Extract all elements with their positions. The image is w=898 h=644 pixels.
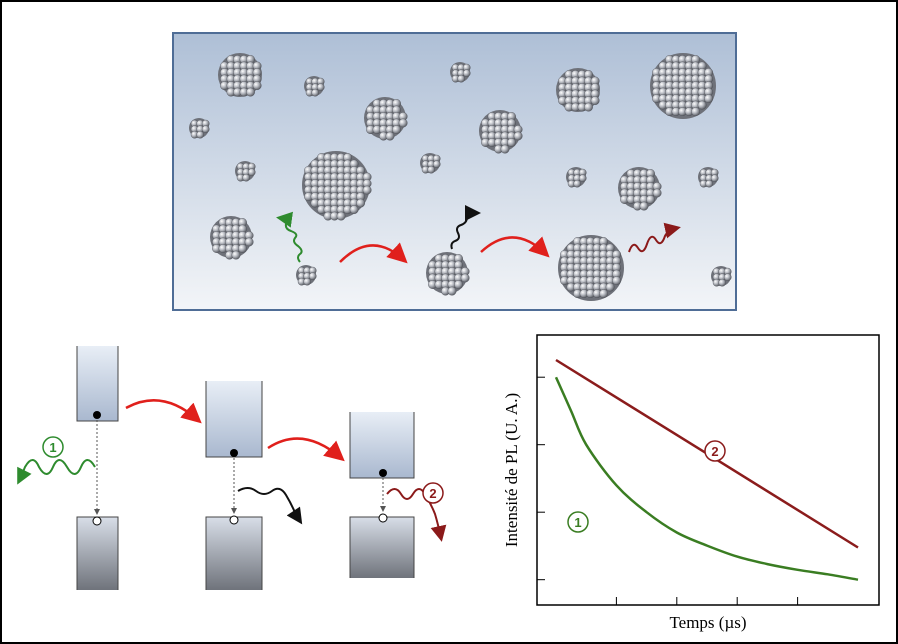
nanocrystal-cluster-icon [364, 97, 408, 141]
curve-label-2: 2 [711, 444, 718, 459]
energy-transfer-arrow-icon [480, 236, 550, 258]
band-diagram-2 [205, 381, 303, 590]
photon-wave-icon [276, 211, 303, 263]
nanocrystal-cluster-icon [479, 110, 523, 154]
x-axis-label: Temps (µs) [669, 613, 746, 632]
curve-label-circle-2 [704, 440, 726, 462]
panel-photon-waves [276, 205, 681, 263]
electron-dot-icon [230, 449, 238, 457]
marker-label-1: 1 [49, 440, 56, 455]
panel-transfer-arrows [339, 236, 550, 264]
nanocrystal-cluster-icon [304, 76, 325, 97]
nanocrystal-cluster-icon [420, 153, 441, 174]
nanocrystal-cluster-icon [218, 53, 262, 97]
nanocrystal-cluster-icon [296, 265, 317, 286]
nanocrystal-cluster-icon [426, 252, 470, 296]
curve-label-1: 1 [574, 515, 581, 530]
nanocrystal-clusters [189, 53, 732, 301]
marker-circle [42, 436, 64, 458]
nanocrystal-cluster-icon [210, 216, 254, 260]
nanocrystal-cluster-icon [235, 161, 256, 182]
photon-wave-icon [628, 222, 681, 253]
nanocrystal-cluster-icon [189, 118, 210, 139]
nanocrystal-cluster-icon [698, 167, 719, 188]
hole-circle-icon [378, 513, 388, 523]
nanocrystal-cluster-icon [618, 167, 662, 211]
series-1-line [554, 376, 859, 581]
nanocrystal-cluster-icon [566, 167, 587, 188]
photon-wave-icon [237, 487, 303, 525]
pl-decay-chart: 1 2 Temps (µs) Intensité de PL (U. A.) [502, 334, 880, 632]
valence-band [76, 516, 119, 590]
hole-circle-icon [92, 516, 102, 526]
conduction-band [205, 381, 263, 458]
energy-transfer-arrow-icon [125, 399, 202, 424]
nanocrystal-cluster-icon [556, 68, 600, 112]
energy-transfer-arrow-icon [339, 242, 408, 264]
band-diagram-3: 2 [349, 412, 447, 578]
marker-label-2: 2 [429, 486, 436, 501]
nanocrystal-cluster-icon [558, 235, 624, 301]
marker-circle [422, 482, 444, 504]
electron-dot-icon [379, 469, 387, 477]
y-axis-label: Intensité de PL (U. A.) [502, 393, 521, 547]
photon-wave-icon [17, 459, 96, 485]
conduction-band [76, 346, 119, 422]
plot-frame [536, 334, 880, 606]
electron-dot-icon [93, 411, 101, 419]
valence-band [205, 516, 263, 590]
energy-transfer-arrow-icon [267, 437, 345, 462]
axis-ticks [537, 376, 799, 605]
valence-band [349, 516, 415, 578]
curve-label-circle-1 [567, 511, 589, 533]
photon-wave-icon [386, 488, 447, 542]
nanocrystal-cluster-icon [650, 53, 716, 119]
band-transfer-arrows [125, 399, 345, 462]
band-diagram-1: 1 [17, 346, 119, 590]
hole-circle-icon [229, 515, 239, 525]
photon-wave-icon [450, 205, 481, 250]
conduction-band [349, 412, 415, 479]
nanocrystal-cluster-icon [302, 151, 372, 221]
nanocrystal-cluster-icon [711, 266, 732, 287]
nanocrystal-cluster-icon [450, 62, 471, 83]
